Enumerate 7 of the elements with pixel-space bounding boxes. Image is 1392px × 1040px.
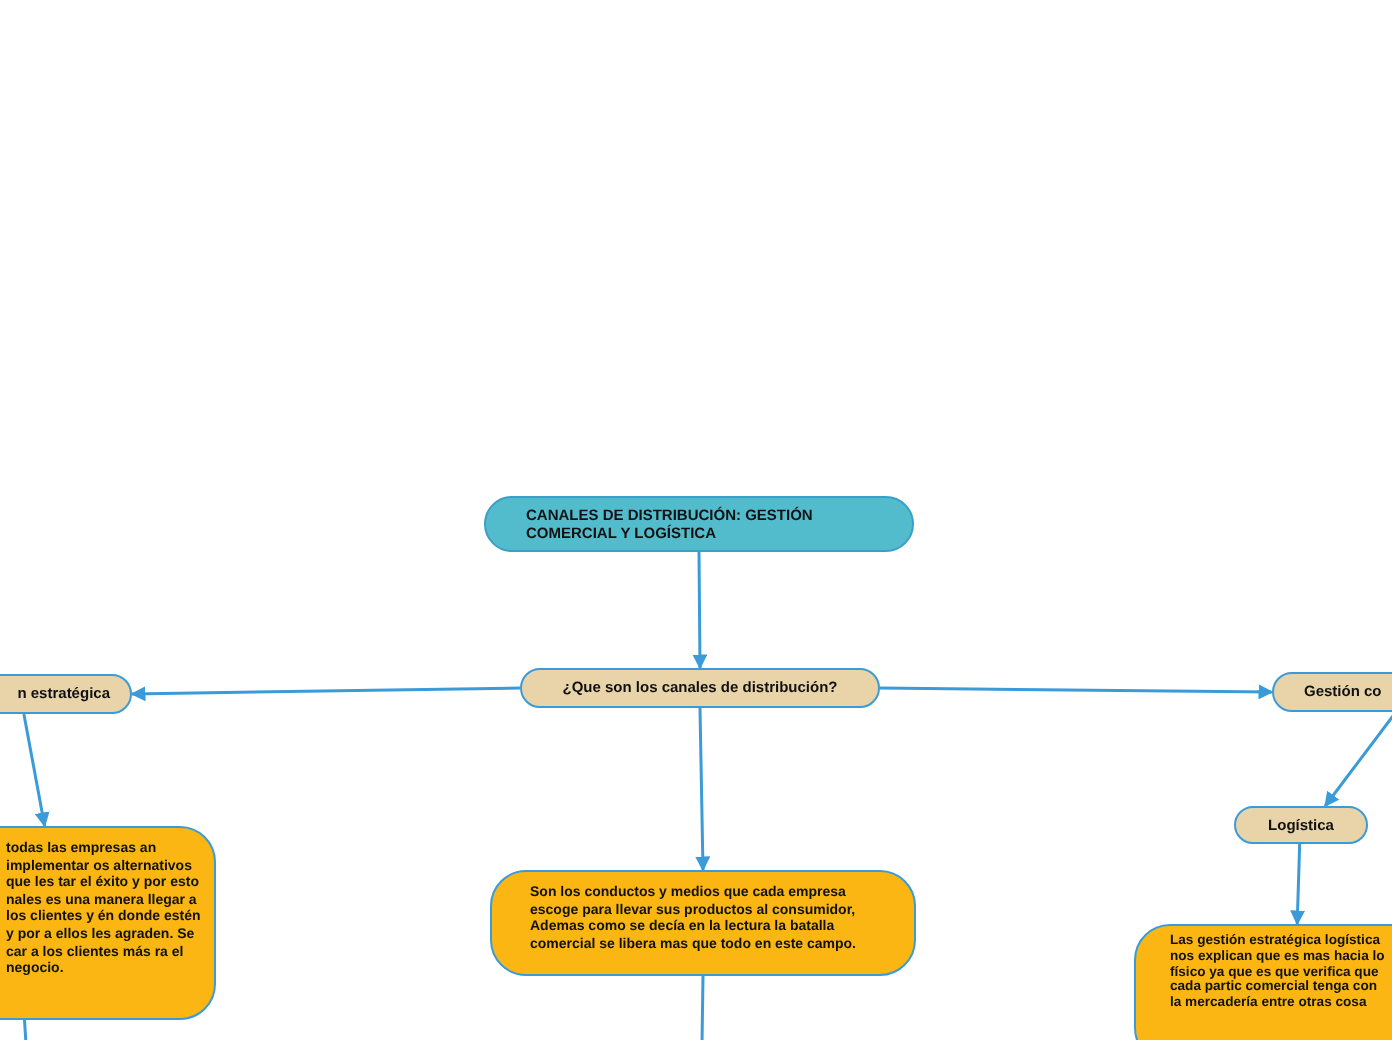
- arrow: [1290, 843, 1306, 926]
- arrow: [22, 713, 50, 828]
- arrow: [880, 684, 1274, 700]
- arrow: [1323, 711, 1392, 808]
- arrow: [695, 707, 711, 872]
- arrow: [692, 552, 708, 670]
- arrow: [130, 686, 521, 702]
